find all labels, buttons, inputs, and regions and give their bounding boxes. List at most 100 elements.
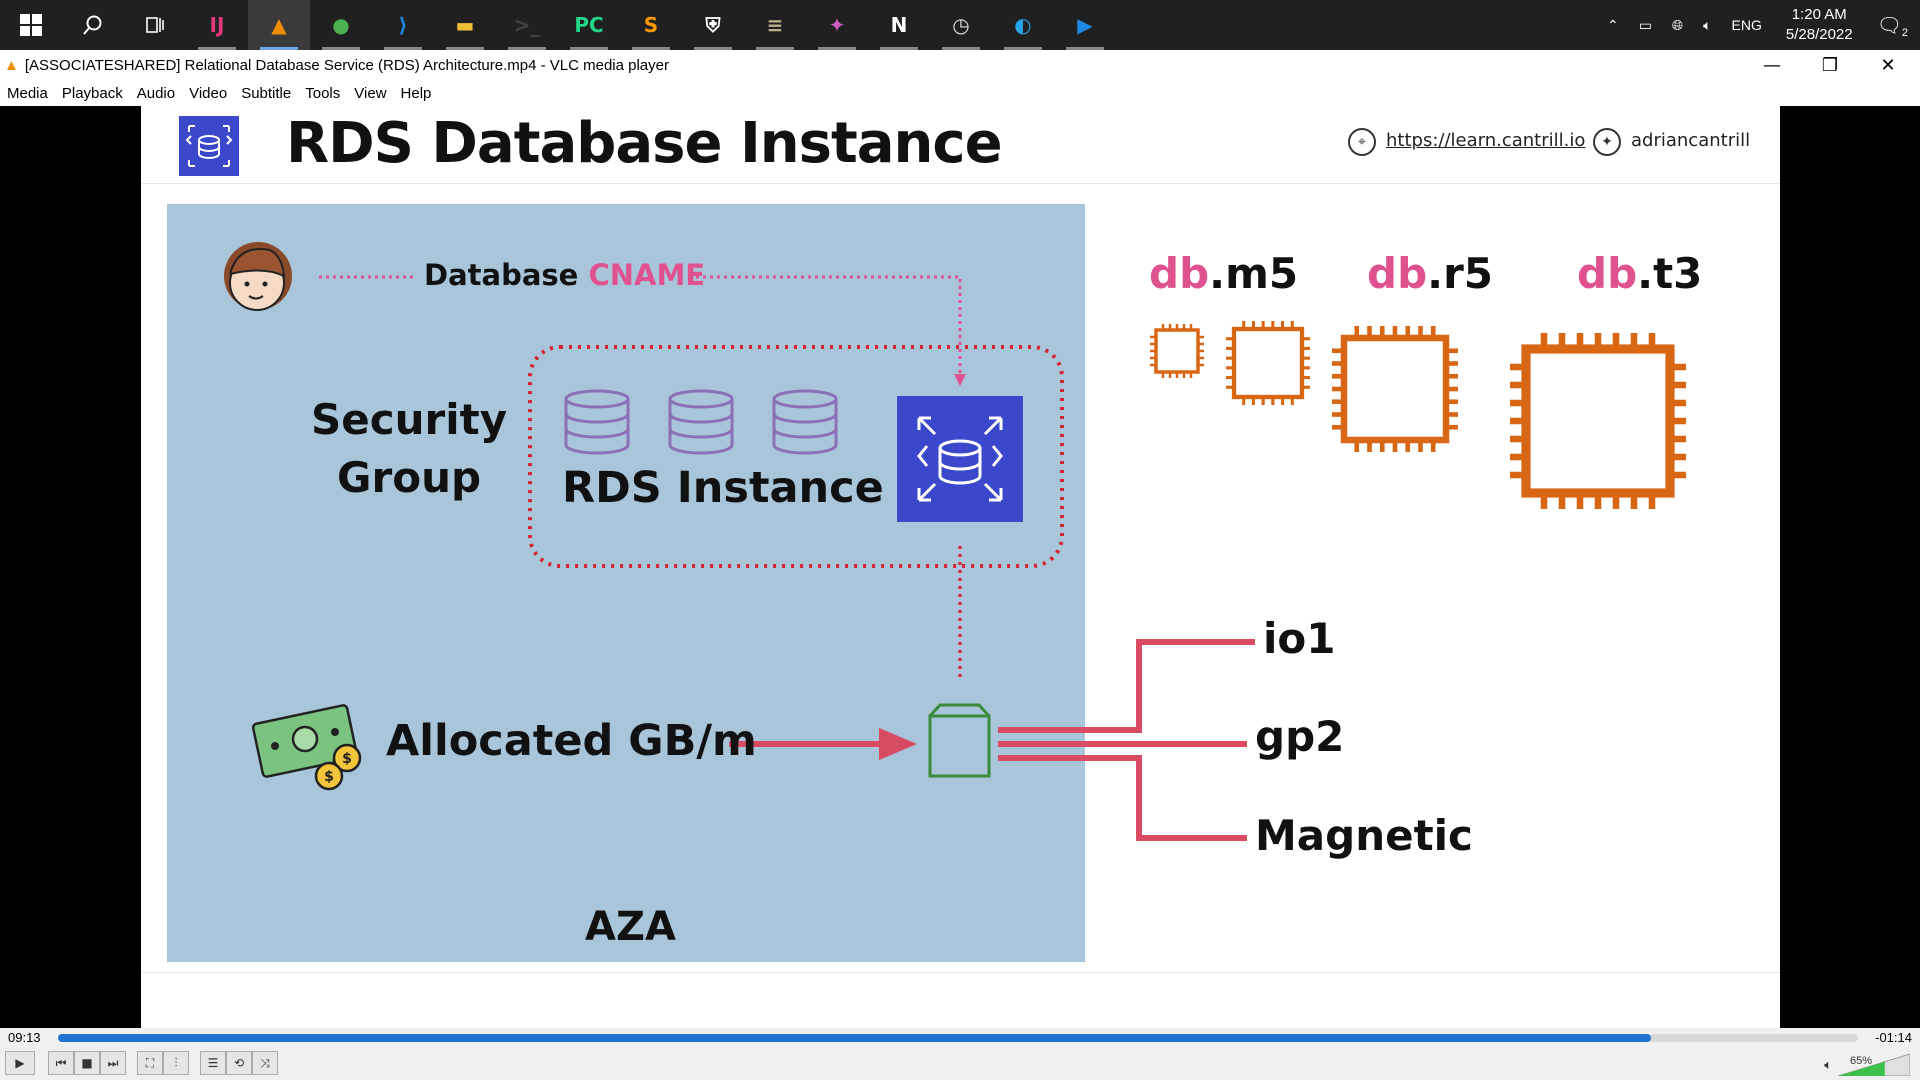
media-app-icon: ▶ xyxy=(1077,13,1093,37)
system-tray: ⌃ ▭ 🌐︎ 🔈︎ ENG 1:20 AM 5/28/2022 🗨︎ 2 xyxy=(1597,0,1920,50)
notion-taskbar-button[interactable]: N xyxy=(868,0,930,50)
menu-video[interactable]: Video xyxy=(189,84,228,102)
rds-database-icon xyxy=(185,125,233,167)
terminal-taskbar-button[interactable]: >_ xyxy=(496,0,558,50)
video-frame-slide: RDS Database Instance ⌖ https://learn.ca… xyxy=(141,106,1780,1028)
playlist-button[interactable]: ☰ xyxy=(200,1051,226,1075)
cname-connector-right xyxy=(689,275,962,376)
running-indicator xyxy=(508,47,546,50)
next-button[interactable]: ⏭︎ xyxy=(100,1051,126,1075)
database-word: Database xyxy=(424,258,579,292)
vlc-icon: ▲ xyxy=(271,13,287,37)
rds-service-logo xyxy=(179,116,239,176)
volume-fill xyxy=(1838,1061,1885,1076)
chrome-icon: ● xyxy=(332,13,350,37)
edge-taskbar-button[interactable]: ◐ xyxy=(992,0,1054,50)
sublime-taskbar-button[interactable]: S xyxy=(620,0,682,50)
fullscreen-button[interactable]: ⛶ xyxy=(137,1051,163,1075)
clock[interactable]: 1:20 AM 5/28/2022 xyxy=(1772,5,1867,45)
architecture-diagram: $ $ xyxy=(224,242,1686,841)
paint-app-taskbar-button[interactable]: ✦ xyxy=(806,0,868,50)
notifications-button[interactable]: 🗨︎ 2 xyxy=(1867,13,1920,39)
pycharm-taskbar-button[interactable]: PC xyxy=(558,0,620,50)
shuffle-button[interactable]: ⤨ xyxy=(252,1051,278,1075)
twitter-icon: ✦ xyxy=(1593,128,1621,156)
loop-button[interactable]: ⟲ xyxy=(226,1051,252,1075)
chrome-taskbar-button[interactable]: ● xyxy=(310,0,372,50)
security-shield-taskbar-button[interactable]: ⛨ xyxy=(682,0,744,50)
language-indicator[interactable]: ENG xyxy=(1722,17,1772,33)
clock-app-icon: ◷ xyxy=(952,13,970,37)
running-indicator xyxy=(322,47,360,50)
language-label: ENG xyxy=(1731,17,1762,33)
media-app-taskbar-button[interactable]: ▶ xyxy=(1054,0,1116,50)
running-indicator xyxy=(384,47,422,50)
menu-tools[interactable]: Tools xyxy=(305,84,341,102)
menu-media[interactable]: Media xyxy=(7,84,48,102)
start-button[interactable] xyxy=(0,0,62,50)
remaining-time[interactable]: -01:14 xyxy=(1875,1030,1912,1045)
seek-bar[interactable] xyxy=(58,1034,1858,1042)
database-cylinder-icon xyxy=(564,389,630,455)
pycharm-icon: PC xyxy=(574,13,604,37)
running-indicator xyxy=(570,47,608,50)
security-shield-icon: ⛨ xyxy=(705,13,721,37)
volume-tray-button[interactable]: 🔈︎ xyxy=(1693,17,1721,34)
menu-audio[interactable]: Audio xyxy=(136,84,176,102)
file-explorer-icon: ▬ xyxy=(455,13,475,37)
group-word: Group xyxy=(337,453,482,502)
instance-class-r5: db.r5 xyxy=(1367,249,1493,298)
windows-logo-icon xyxy=(20,14,42,36)
close-button[interactable]: ✕ xyxy=(1858,50,1918,80)
clock-app-taskbar-button[interactable]: ◷ xyxy=(930,0,992,50)
menu-view[interactable]: View xyxy=(354,84,387,102)
player-controls: 09:13 -01:14 ▶ ⏮︎ ■ ⏭︎ ⛶ ⫶ ☰ ⟲ ⤨ 🔈︎ 65% xyxy=(0,1028,1920,1080)
extended-settings-button[interactable]: ⫶ xyxy=(163,1051,189,1075)
speaker-icon: 🔈︎ xyxy=(1703,16,1712,33)
svg-text:$: $ xyxy=(342,751,352,767)
menu-bar: Media Playback Audio Video Subtitle Tool… xyxy=(0,80,1920,106)
battery-button[interactable]: ▭ xyxy=(1629,17,1662,34)
speaker-volume-icon[interactable]: 🔈︎ xyxy=(1824,1058,1832,1073)
stack-app-taskbar-button[interactable]: ≡ xyxy=(744,0,806,50)
network-button[interactable]: 🌐︎ xyxy=(1662,17,1693,34)
ebs-storage-icon xyxy=(928,703,991,778)
az-label: AZA xyxy=(585,904,676,950)
volume-type-magnetic: Magnetic xyxy=(1255,811,1473,860)
skip-forward-icon: ⏭︎ xyxy=(107,1055,119,1070)
cpu-chip-icon xyxy=(1150,324,1204,378)
security-group-label: Security Group xyxy=(311,391,507,507)
instance-class-m5: db.m5 xyxy=(1149,249,1298,298)
stop-icon: ■ xyxy=(81,1056,93,1070)
volume-type-gp2: gp2 xyxy=(1255,712,1345,761)
instance-suffix: .m5 xyxy=(1209,249,1299,298)
close-icon: ✕ xyxy=(1880,54,1896,76)
menu-help[interactable]: Help xyxy=(400,84,432,102)
search-icon xyxy=(83,15,102,35)
connector-magnetic xyxy=(998,755,1247,841)
fullscreen-icon: ⛶ xyxy=(145,1055,155,1070)
intellij-taskbar-button[interactable]: IJ xyxy=(186,0,248,50)
running-indicator xyxy=(942,47,980,50)
vscode-taskbar-button[interactable]: ⟩ xyxy=(372,0,434,50)
menu-playback[interactable]: Playback xyxy=(61,84,123,102)
chevron-up-icon: ⌃ xyxy=(1606,16,1619,33)
cpu-chip-icon xyxy=(1332,326,1458,452)
task-view-button[interactable] xyxy=(124,0,186,50)
search-button[interactable] xyxy=(62,0,124,50)
previous-button[interactable]: ⏮︎ xyxy=(48,1051,74,1075)
play-icon: ▶ xyxy=(15,1056,25,1070)
play-button[interactable]: ▶ xyxy=(5,1051,35,1075)
task-view-icon xyxy=(146,17,164,33)
menu-subtitle[interactable]: Subtitle xyxy=(241,84,292,102)
globe-icon: 🌐︎ xyxy=(1671,16,1684,33)
svg-text:$: $ xyxy=(324,769,334,785)
window-title: [ASSOCIATESHARED] Relational Database Se… xyxy=(24,56,669,74)
stop-button[interactable]: ■ xyxy=(74,1051,100,1075)
file-explorer-taskbar-button[interactable]: ▬ xyxy=(434,0,496,50)
vlc-taskbar-button[interactable]: ▲ xyxy=(248,0,310,50)
show-hidden-icons-button[interactable]: ⌃ xyxy=(1597,17,1629,34)
minimize-button[interactable]: — xyxy=(1742,50,1802,80)
volume-slider[interactable] xyxy=(1838,1054,1910,1076)
restore-button[interactable]: ❐ xyxy=(1800,50,1860,80)
